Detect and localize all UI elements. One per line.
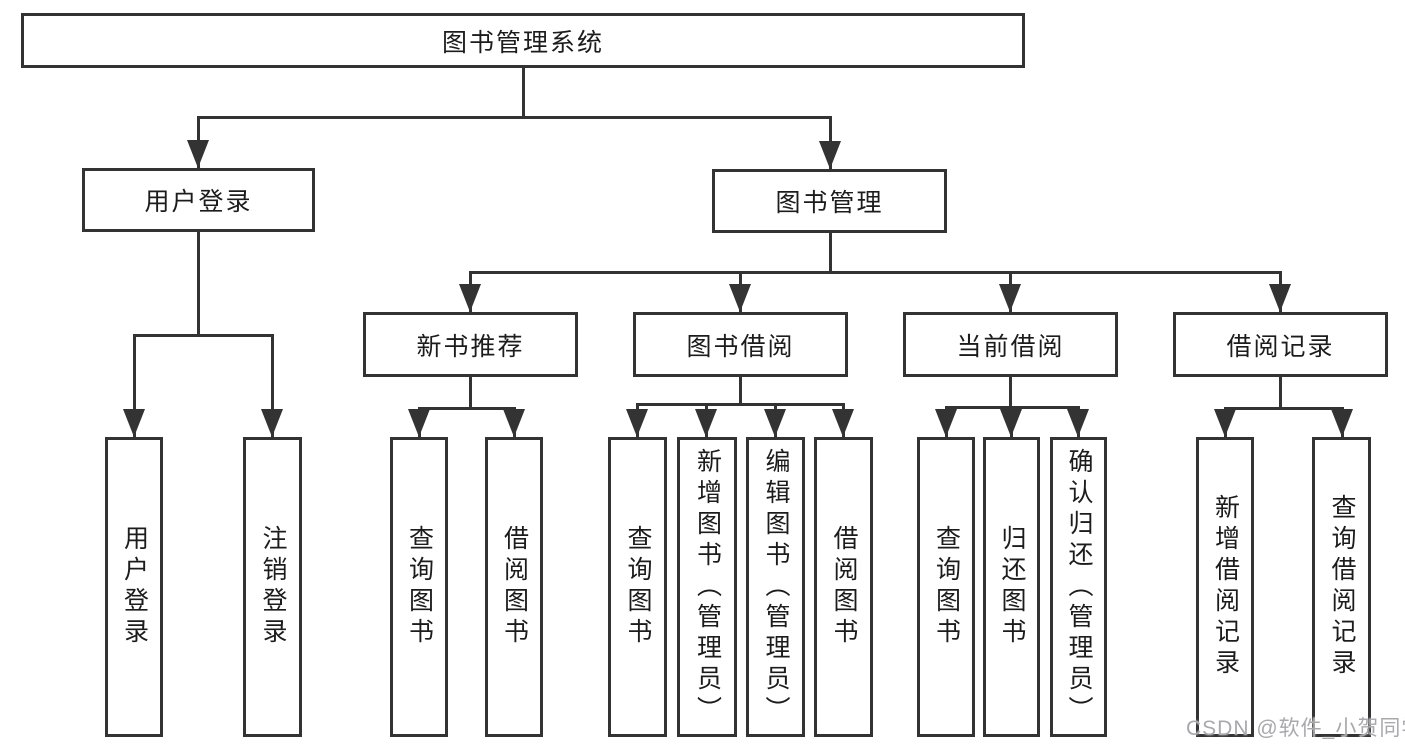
node-current-borrow-label: 当前借阅 bbox=[956, 332, 1065, 361]
arrowhead-icon bbox=[187, 140, 209, 168]
leaf-logout-label: 注销登录 bbox=[259, 525, 287, 649]
connector bbox=[522, 68, 525, 119]
leaf-query-books-current: 查询图书 bbox=[917, 437, 975, 737]
leaf-edit-book-admin-label: 编辑图书（管理员） bbox=[762, 447, 790, 727]
connector bbox=[197, 116, 832, 119]
node-book-management: 图书管理 bbox=[712, 169, 947, 233]
arrowhead-icon bbox=[935, 409, 957, 437]
node-root: 图书管理系统 bbox=[21, 13, 1025, 68]
node-user-login: 用户登录 bbox=[82, 168, 315, 232]
node-book-borrow: 图书借阅 bbox=[633, 312, 848, 377]
arrowhead-icon bbox=[626, 409, 648, 437]
connector bbox=[271, 334, 274, 437]
leaf-add-book-admin-label: 新增图书（管理员） bbox=[693, 447, 722, 727]
arrowhead-icon bbox=[695, 409, 717, 437]
arrowhead-icon bbox=[832, 409, 854, 437]
connector bbox=[636, 403, 845, 406]
arrowhead-icon bbox=[1269, 284, 1291, 312]
connector bbox=[1279, 377, 1282, 409]
connector bbox=[133, 334, 136, 437]
leaf-borrow-books-borrow-label: 借阅图书 bbox=[830, 525, 858, 649]
arrowhead-icon bbox=[1331, 409, 1353, 437]
leaf-borrow-books-borrow: 借阅图书 bbox=[814, 437, 873, 737]
connector bbox=[469, 377, 472, 409]
connector bbox=[418, 407, 516, 410]
arrowhead-icon bbox=[123, 409, 145, 437]
leaf-query-books-recommend: 查询图书 bbox=[390, 437, 448, 737]
leaf-add-borrow-record-label: 新增借阅记录 bbox=[1211, 494, 1240, 680]
node-user-login-label: 用户登录 bbox=[144, 188, 253, 216]
leaf-user-login: 用户登录 bbox=[105, 437, 163, 737]
leaf-user-login-label: 用户登录 bbox=[120, 525, 149, 649]
leaf-add-book-admin: 新增图书（管理员） bbox=[677, 437, 737, 737]
arrowhead-icon bbox=[764, 409, 786, 437]
node-book-borrow-label: 图书借阅 bbox=[686, 332, 795, 361]
leaf-confirm-return-admin: 确认归还（管理员） bbox=[1050, 437, 1107, 737]
node-borrow-records: 借阅记录 bbox=[1173, 312, 1388, 377]
connector bbox=[469, 271, 1282, 274]
leaf-query-books-borrow-label: 查询图书 bbox=[624, 525, 652, 649]
leaf-return-book: 归还图书 bbox=[983, 437, 1040, 737]
arrowhead-icon bbox=[999, 284, 1021, 312]
arrowhead-icon bbox=[261, 409, 283, 437]
arrowhead-icon bbox=[459, 284, 481, 312]
node-root-label: 图书管理系统 bbox=[441, 28, 604, 57]
arrowhead-icon bbox=[1067, 409, 1089, 437]
connector bbox=[133, 334, 274, 337]
leaf-query-books-recommend-label: 查询图书 bbox=[405, 525, 434, 649]
leaf-edit-book-admin: 编辑图书（管理员） bbox=[746, 437, 805, 737]
leaf-query-books-current-label: 查询图书 bbox=[932, 525, 961, 649]
connector bbox=[1009, 377, 1012, 408]
leaf-query-books-borrow: 查询图书 bbox=[608, 437, 667, 737]
node-new-book-recommend: 新书推荐 bbox=[363, 312, 578, 377]
leaf-borrow-books-recommend-label: 借阅图书 bbox=[500, 525, 529, 649]
connector bbox=[197, 232, 200, 336]
leaf-return-book-label: 归还图书 bbox=[998, 525, 1026, 649]
arrowhead-icon bbox=[408, 409, 430, 437]
node-current-borrow: 当前借阅 bbox=[903, 312, 1118, 377]
leaf-query-borrow-record-label: 查询借阅记录 bbox=[1328, 494, 1356, 680]
leaf-logout: 注销登录 bbox=[243, 437, 302, 737]
watermark: CSDN @软件_小贺同学 bbox=[1186, 717, 1405, 740]
arrowhead-icon bbox=[503, 409, 525, 437]
arrowhead-icon bbox=[1214, 409, 1236, 437]
leaf-confirm-return-admin-label: 确认归还（管理员） bbox=[1065, 447, 1093, 727]
arrowhead-icon bbox=[819, 141, 841, 169]
arrowhead-icon bbox=[1000, 409, 1022, 437]
node-book-management-label: 图书管理 bbox=[775, 189, 884, 217]
leaf-borrow-books-recommend: 借阅图书 bbox=[485, 437, 543, 737]
connector bbox=[829, 233, 832, 273]
leaf-add-borrow-record: 新增借阅记录 bbox=[1196, 437, 1254, 737]
connector bbox=[739, 377, 742, 405]
leaf-query-borrow-record: 查询借阅记录 bbox=[1312, 437, 1371, 737]
arrowhead-icon bbox=[729, 284, 751, 312]
connector bbox=[1224, 407, 1344, 410]
node-borrow-records-label: 借阅记录 bbox=[1226, 332, 1335, 361]
node-new-book-recommend-label: 新书推荐 bbox=[416, 332, 525, 361]
